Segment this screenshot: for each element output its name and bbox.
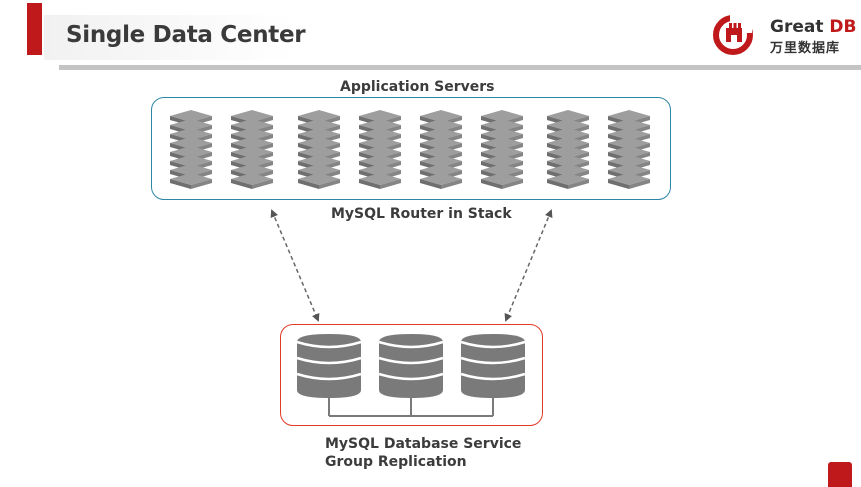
- title-background: [44, 15, 294, 60]
- app-servers-box: [151, 97, 671, 200]
- app-servers-label: Application Servers: [340, 79, 495, 95]
- router-label: MySQL Router in Stack: [331, 206, 512, 222]
- replication-bus: [328, 398, 494, 417]
- database-row: [294, 332, 534, 422]
- database-cylinder-icon: [459, 332, 527, 400]
- database-cylinder-icon: [377, 332, 445, 400]
- server-icon: [608, 110, 650, 189]
- server-icon: [547, 110, 589, 189]
- server-rack-row: [165, 110, 665, 195]
- greatdb-logo-icon: [713, 15, 753, 55]
- page-title: Single Data Center: [66, 22, 306, 48]
- header-divider: [59, 65, 861, 70]
- left-connection-arrow: [270, 209, 320, 322]
- server-icon: [231, 110, 273, 189]
- server-icon: [359, 110, 401, 189]
- server-icon: [170, 110, 212, 189]
- logo-latin-text: Great DB: [770, 17, 856, 37]
- logo-latin-suffix: DB: [829, 17, 857, 37]
- right-connection-arrow: [504, 209, 553, 322]
- title-accent-bar: [27, 3, 42, 55]
- logo-chinese-text: 万里数据库: [770, 41, 841, 56]
- server-icon: [481, 110, 523, 189]
- group-replication-label: Group Replication: [325, 454, 467, 470]
- logo-latin-prefix: Great: [770, 17, 824, 37]
- greatdb-logo: Great DB 万里数据库: [708, 15, 858, 56]
- corner-tab: [828, 462, 852, 487]
- db-service-label: MySQL Database Service: [325, 436, 522, 452]
- database-icons: [295, 332, 527, 417]
- database-service-box: [280, 324, 543, 426]
- database-cylinder-icon: [295, 332, 363, 400]
- server-icon: [420, 110, 462, 189]
- server-rack-icons: [165, 110, 665, 195]
- server-icon: [298, 110, 340, 189]
